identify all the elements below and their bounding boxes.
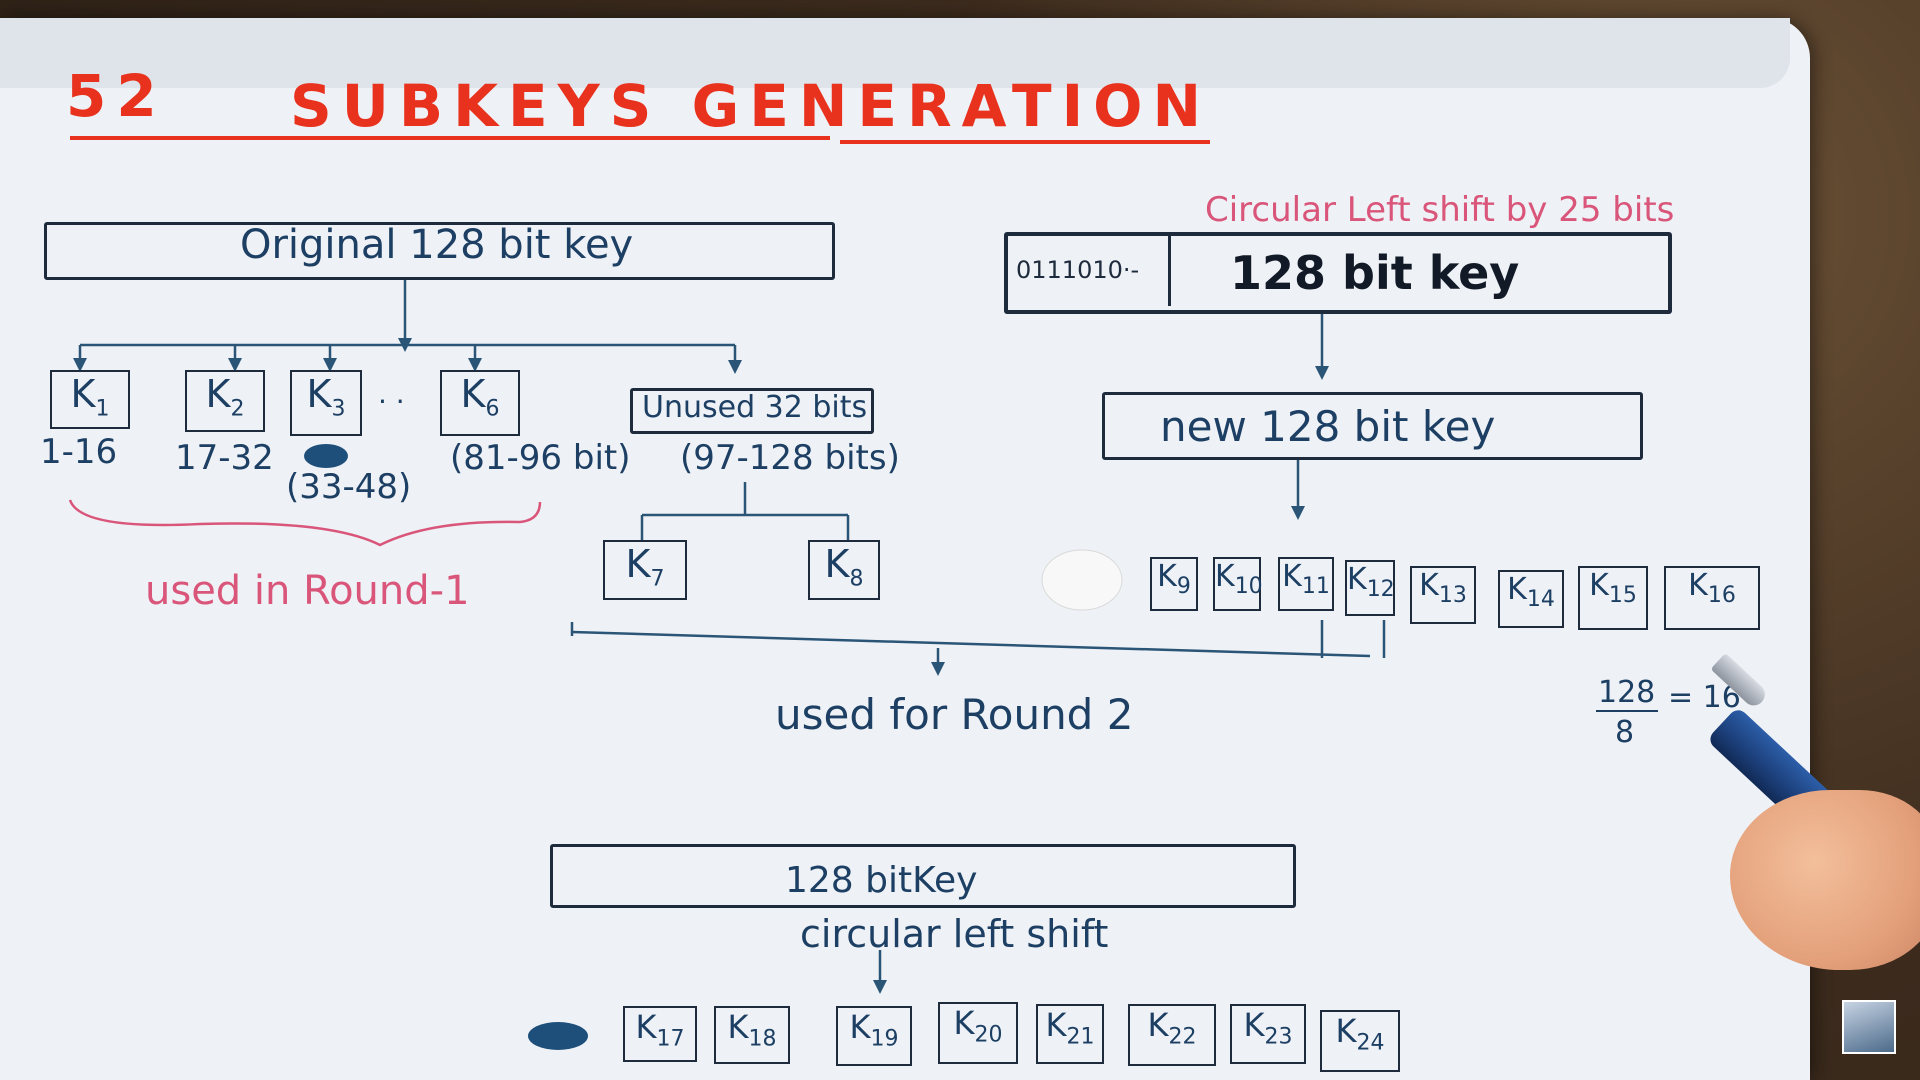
original-key-box [44, 222, 835, 280]
k1-range: 1-16 [40, 432, 118, 472]
subkey-k22: K22 [1128, 1004, 1216, 1066]
new-key-box [1102, 392, 1643, 460]
subkey-k16: K16 [1664, 566, 1760, 630]
subkey-k23: K23 [1230, 1004, 1306, 1064]
subkey-k20: K20 [938, 1002, 1018, 1064]
bits-prefix: 0111010·- [1016, 256, 1140, 284]
subkey-k10: K10 [1213, 557, 1263, 611]
hand-image [1730, 790, 1920, 970]
bottom-key-box [550, 844, 1296, 908]
subkey-k21: K21 [1036, 1004, 1104, 1064]
subkey-k18: K18 [714, 1006, 790, 1064]
subkey-k15: K15 [1578, 566, 1648, 630]
unused-bits-box [630, 388, 874, 434]
k2-range: 17-32 [175, 438, 274, 478]
previous-page-edge [0, 18, 1790, 88]
k3-range: (33-48) [286, 467, 412, 507]
original-key-label: Original 128 bit key [240, 222, 634, 268]
k6-range: (81-96 bit) [450, 438, 631, 478]
subkey-k8: K8 [808, 540, 880, 600]
subkey-k11: K11 [1278, 557, 1334, 611]
unused-bits-label: Unused 32 bits [642, 390, 868, 425]
subkey-k12: K12 [1345, 560, 1395, 616]
ellipsis-dots: · · [378, 385, 405, 418]
shifted-key-box [1004, 232, 1672, 314]
subkey-k14: K14 [1498, 570, 1564, 628]
presenter-avatar [1842, 1000, 1896, 1054]
calc-denominator: 8 [1615, 715, 1635, 750]
slide-number: 52 [66, 62, 167, 130]
subkey-k3: K3 [290, 370, 362, 436]
calc-numerator: 128 [1598, 675, 1656, 710]
bottom-key-label: 128 bitKey [785, 860, 978, 901]
subkey-k17: K17 [623, 1006, 697, 1062]
unused-bits-range: (97-128 bits) [680, 438, 900, 478]
subkey-k7: K7 [603, 540, 687, 600]
page-title: SUBKEYS GENERATION [290, 72, 1212, 140]
subkey-k6: K6 [440, 370, 520, 436]
fraction-bar [1596, 710, 1658, 712]
bits-divider [1168, 236, 1171, 306]
bottom-shift-label: circular left shift [800, 912, 1109, 956]
new-key-label: new 128 bit key [1160, 402, 1496, 451]
subkey-k13: K13 [1410, 566, 1476, 624]
right-key-label: 128 bit key [1230, 246, 1520, 300]
subkey-k24: K24 [1320, 1010, 1400, 1072]
notebook-page [0, 18, 1810, 1080]
shift-note: Circular Left shift by 25 bits [1205, 190, 1675, 230]
subkey-k2: K2 [185, 370, 265, 432]
subkey-k19: K19 [836, 1006, 912, 1066]
used-for-round-2-label: used for Round 2 [775, 690, 1134, 739]
used-in-round-1-label: used in Round-1 [145, 568, 470, 614]
subkey-k1: K1 [50, 370, 130, 429]
subkey-k9: K9 [1150, 557, 1198, 611]
